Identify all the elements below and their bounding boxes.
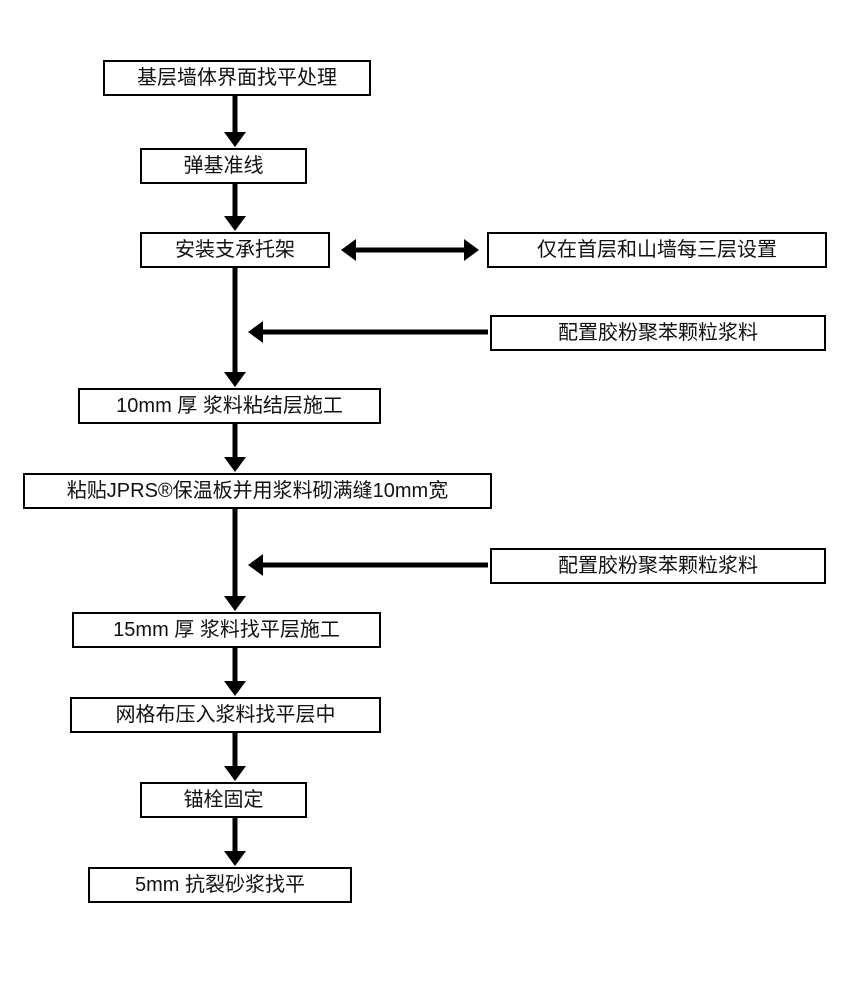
flow-step-label: 5mm 抗裂砂浆找平 [135,874,305,896]
flow-step-leveling-layer: 15mm 厚 浆料找平层施工 [72,612,381,648]
flow-step-paste-insulation-board: 粘贴JPRS®保温板并用浆料砌满缝10mm宽 [23,473,492,509]
flow-step-base-wall-leveling: 基层墙体界面找平处理 [103,60,371,96]
flow-step-label: 安装支承托架 [175,239,295,261]
flow-step-label: 粘贴JPRS®保温板并用浆料砌满缝10mm宽 [66,480,449,502]
side-note-label: 配置胶粉聚苯颗粒浆料 [558,555,758,577]
flow-step-label: 15mm 厚 浆料找平层施工 [113,619,340,641]
side-note-prepare-slurry-2: 配置胶粉聚苯颗粒浆料 [490,548,826,584]
arrow-down-3 [224,268,246,387]
arrow-down-8 [224,818,246,866]
arrow-down-4 [224,424,246,472]
flow-step-label: 锚栓固定 [183,789,264,811]
side-note-label: 配置胶粉聚苯颗粒浆料 [558,322,758,344]
flow-step-bonding-layer: 10mm 厚 浆料粘结层施工 [78,388,381,424]
arrow-down-6 [224,648,246,696]
arrow-down-5 [224,509,246,611]
side-note-label: 仅在首层和山墙每三层设置 [537,239,777,261]
flow-step-install-support-bracket: 安装支承托架 [140,232,330,268]
double-headed-arrow [341,239,479,261]
side-note-prepare-slurry-1: 配置胶粉聚苯颗粒浆料 [490,315,826,351]
arrow-down-1 [224,96,246,147]
side-note-bracket-placement: 仅在首层和山墙每三层设置 [487,232,827,268]
arrow-down-7 [224,733,246,781]
flow-step-label: 10mm 厚 浆料粘结层施工 [116,395,343,417]
flow-step-snap-datum-line: 弹基准线 [140,148,307,184]
flow-step-label: 网格布压入浆料找平层中 [115,704,336,726]
flow-step-anchor-bolt-fixing: 锚栓固定 [140,782,307,818]
flow-step-label: 基层墙体界面找平处理 [137,67,337,89]
arrow-left-2 [248,554,488,576]
arrow-left-1 [248,321,488,343]
flow-step-label: 弹基准线 [183,155,264,177]
flow-step-press-mesh-cloth: 网格布压入浆料找平层中 [70,697,381,733]
arrow-down-2 [224,184,246,231]
flow-step-anticrack-mortar-leveling: 5mm 抗裂砂浆找平 [88,867,352,903]
